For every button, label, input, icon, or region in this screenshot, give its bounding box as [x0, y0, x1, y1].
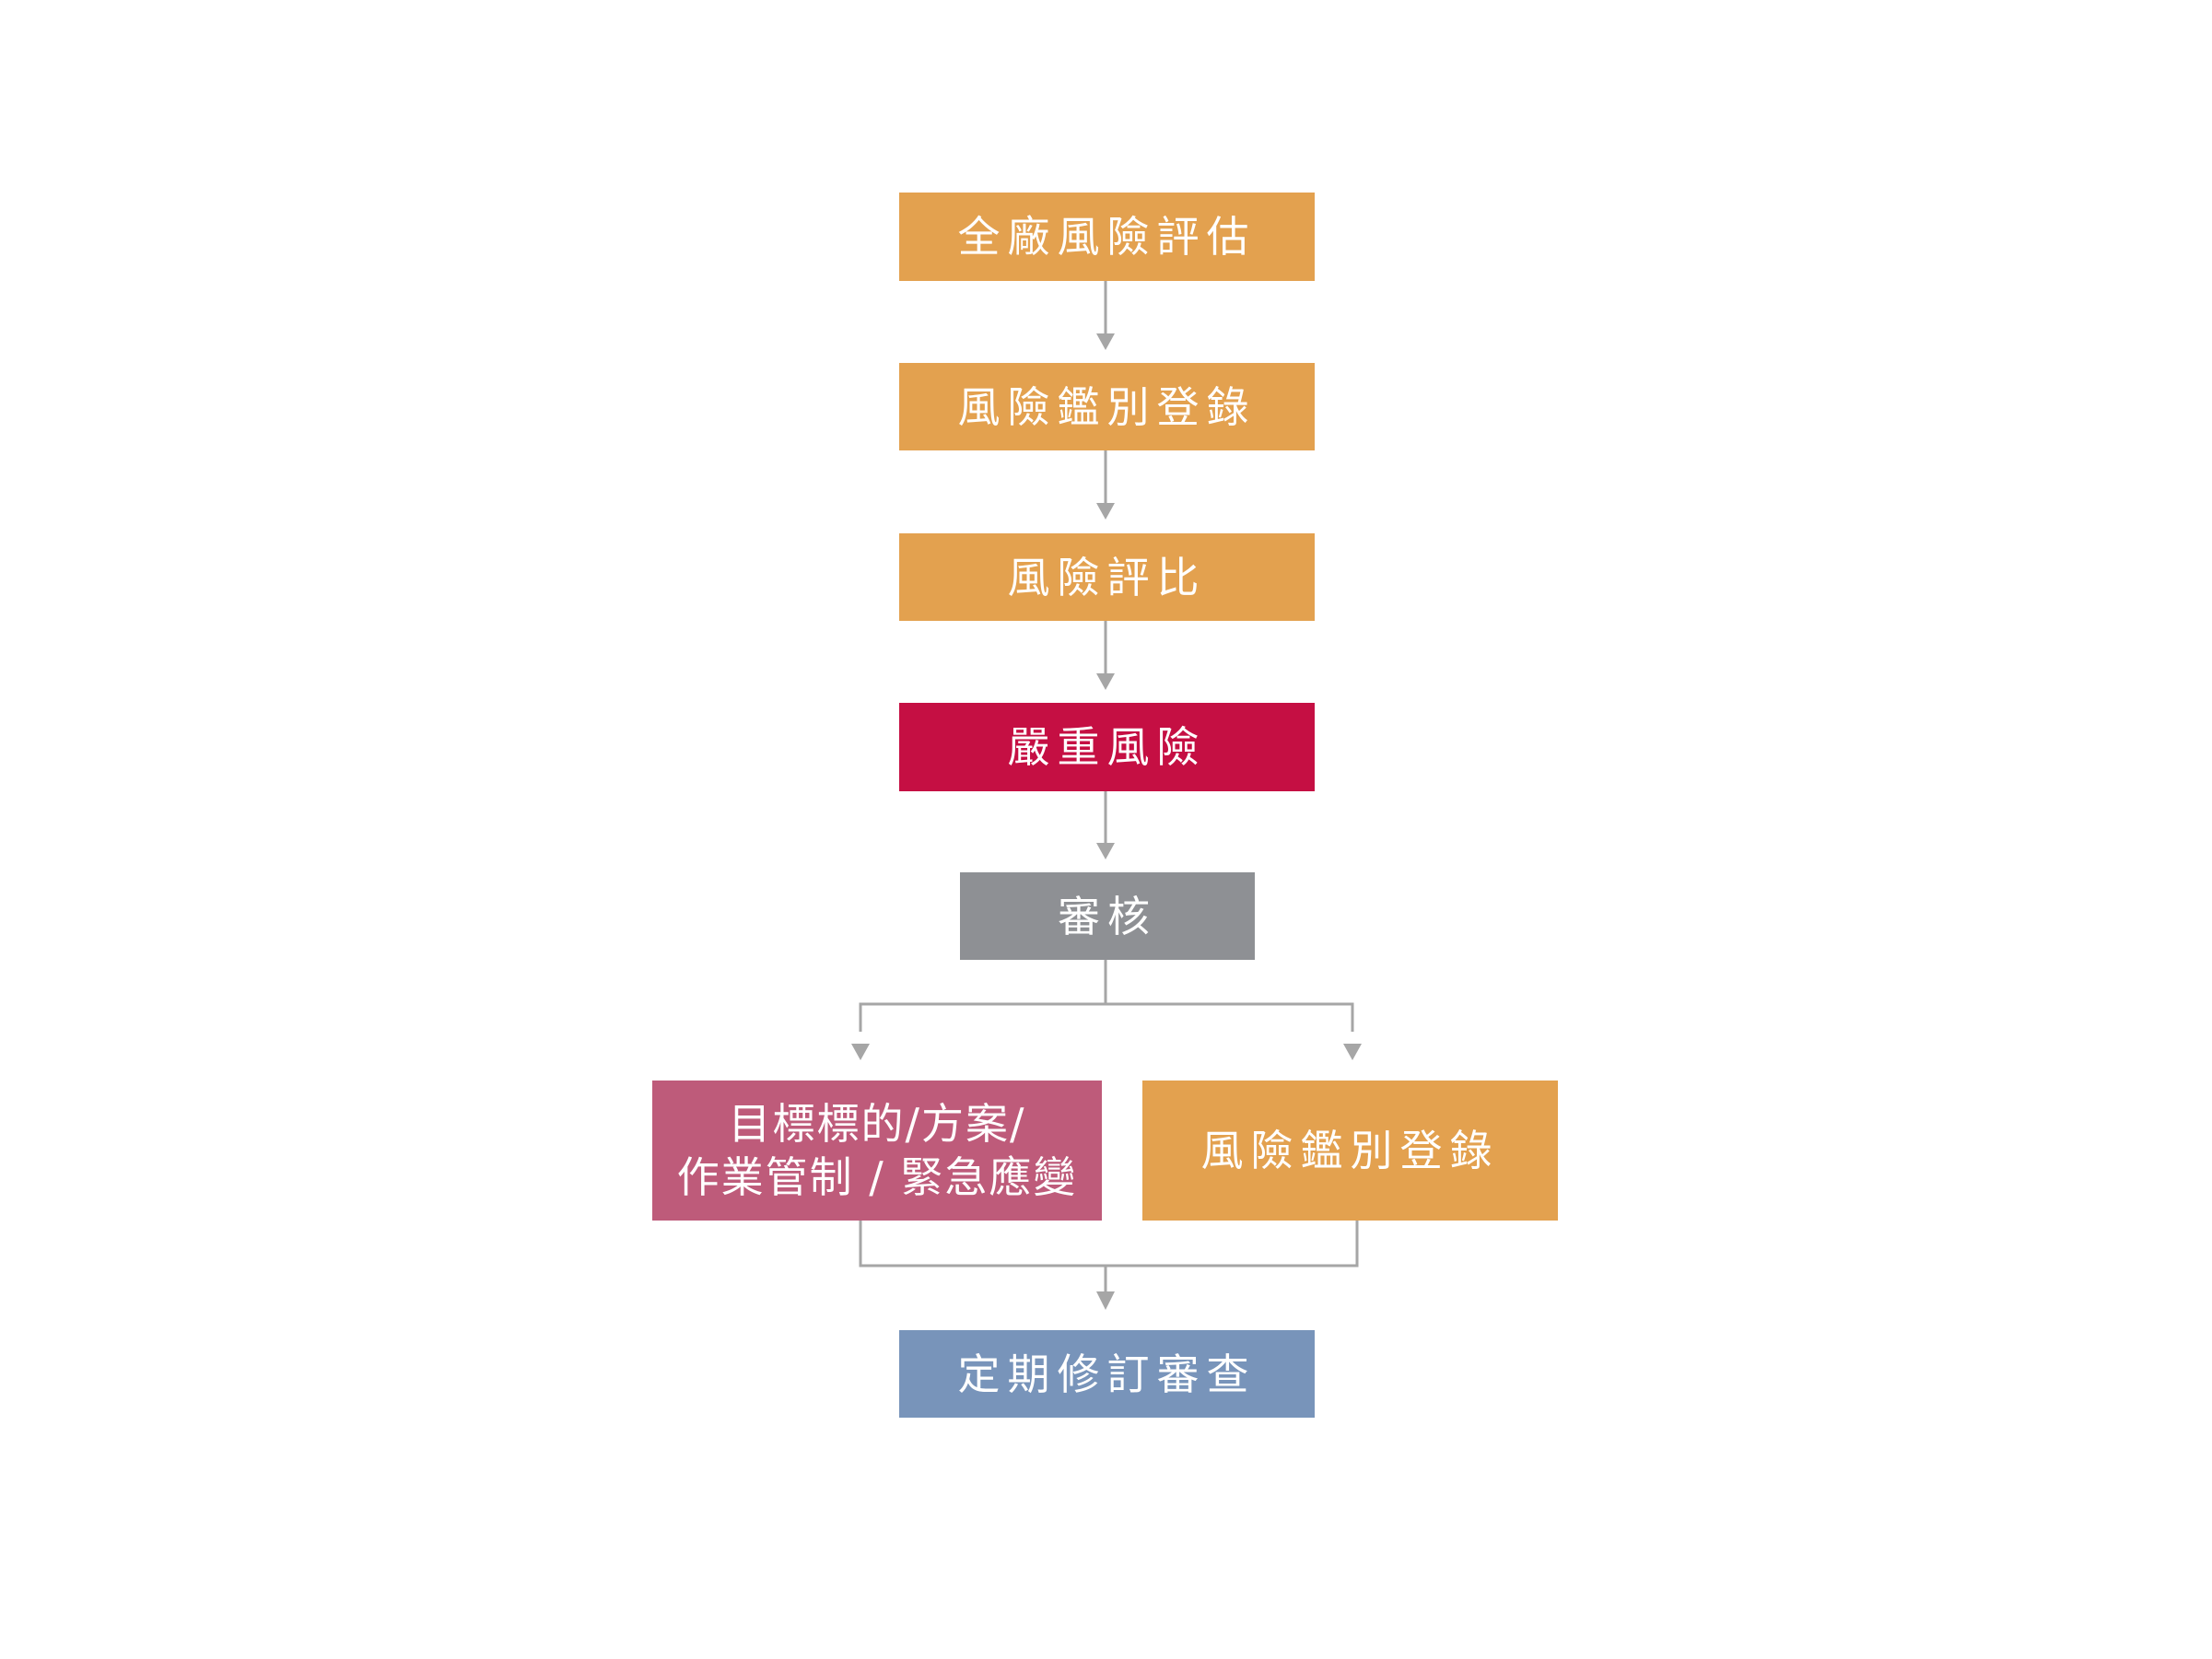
node-controls: 目標標的/方案/ 作業管制 / 緊急應變 — [652, 1081, 1102, 1221]
node-label: 風險鑑別登錄 — [1200, 1126, 1500, 1175]
node-label: 審核 — [1058, 891, 1157, 941]
node-label: 定期修訂審查 — [957, 1349, 1257, 1399]
arrowhead — [1096, 843, 1115, 859]
node-periodic-review: 定期修訂審查 — [899, 1330, 1315, 1418]
node-plant-risk-assessment: 全廠風險評估 — [899, 193, 1315, 281]
arrowhead — [1096, 673, 1115, 690]
node-label-line2: 作業管制 / 緊急應變 — [676, 1152, 1078, 1202]
node-label: 全廠風險評估 — [957, 212, 1257, 262]
node-label: 風險評比 — [1007, 552, 1207, 602]
arrowhead — [1096, 333, 1115, 350]
node-significant-risk: 嚴重風險 — [899, 703, 1315, 791]
node-label: 風險鑑別登錄 — [957, 381, 1257, 432]
arrowhead — [851, 1044, 870, 1060]
node-label-line1: 目標標的/方案/ — [728, 1099, 1026, 1149]
node-review: 審核 — [960, 872, 1255, 960]
node-risk-identification-2: 風險鑑別登錄 — [1142, 1081, 1558, 1221]
node-risk-identification: 風險鑑別登錄 — [899, 363, 1315, 450]
arrowhead — [1343, 1044, 1362, 1060]
node-label: 嚴重風險 — [1007, 722, 1207, 772]
node-risk-rating: 風險評比 — [899, 533, 1315, 621]
arrowhead — [1096, 503, 1115, 520]
arrowhead — [1096, 1291, 1115, 1310]
